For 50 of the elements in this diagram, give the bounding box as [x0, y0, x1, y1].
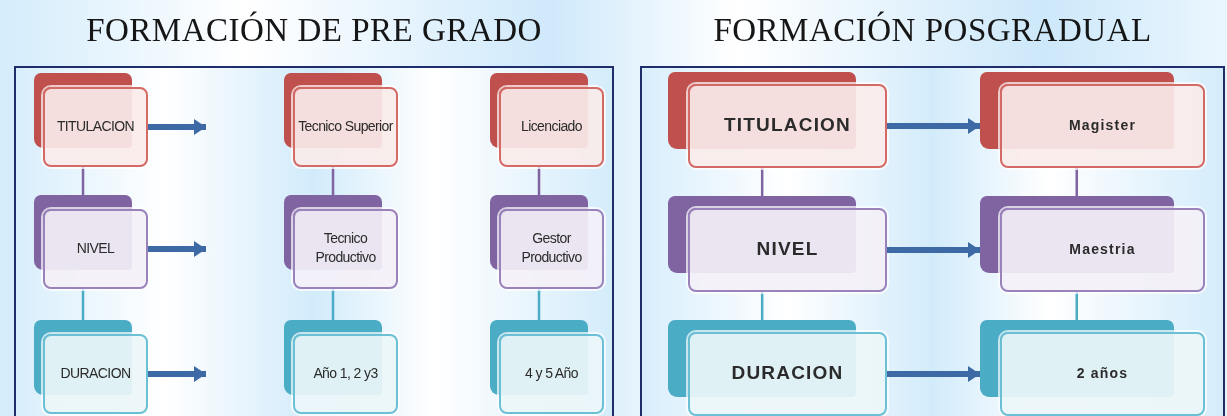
- card: [490, 195, 604, 289]
- panel-frame: [640, 66, 1225, 416]
- arrow: [148, 119, 206, 135]
- panel-title: FORMACIÓN POSGRADUAL: [712, 12, 1153, 49]
- card: [490, 320, 604, 414]
- connector-line: [537, 167, 541, 195]
- card-label: Magister: [1067, 115, 1138, 135]
- card: [980, 196, 1205, 292]
- panel-title: FORMACIÓN DE PRE GRADO: [85, 12, 543, 49]
- card: [668, 196, 887, 292]
- card: [34, 320, 148, 414]
- card-label: Licenciado: [520, 116, 583, 136]
- card-label: DURACION: [730, 361, 845, 386]
- card: [668, 72, 887, 168]
- card: [34, 73, 148, 167]
- arrow: [887, 366, 980, 382]
- card: [490, 73, 604, 167]
- arrow: [148, 366, 206, 382]
- card: [34, 195, 148, 289]
- card: [284, 195, 398, 289]
- card: [980, 320, 1205, 416]
- card-label: Tecnico Productivo: [314, 229, 377, 267]
- card: [284, 320, 398, 414]
- card-label: DURACION: [59, 363, 132, 383]
- card-label: Maestria: [1068, 239, 1137, 259]
- connector-line: [1075, 292, 1078, 320]
- card: [284, 73, 398, 167]
- card-label: NIVEL: [755, 237, 820, 262]
- connector-line: [81, 167, 85, 195]
- connector-line: [760, 292, 764, 320]
- arrow: [887, 242, 980, 258]
- arrow: [148, 241, 206, 257]
- card-label: Gestor Productivo: [520, 229, 583, 267]
- card-label: Año 1, 2 y3: [312, 363, 379, 383]
- connector-line: [760, 168, 764, 196]
- card: [980, 72, 1205, 168]
- card-label: 4 y 5 Año: [524, 363, 579, 383]
- connector-line: [331, 289, 335, 320]
- card-label: NIVEL: [75, 238, 116, 258]
- card-label: TITULACION: [722, 113, 852, 138]
- connector-line: [81, 289, 85, 320]
- connector-line: [1075, 168, 1078, 196]
- panel-frame: [14, 66, 614, 416]
- card-label: Tecnico Superior: [297, 116, 394, 136]
- connector-line: [537, 289, 541, 320]
- arrow: [887, 118, 980, 134]
- connector-line: [331, 167, 335, 195]
- card-label: 2 años: [1075, 363, 1130, 383]
- card-label: TITULACION: [55, 116, 136, 136]
- card: [668, 320, 887, 416]
